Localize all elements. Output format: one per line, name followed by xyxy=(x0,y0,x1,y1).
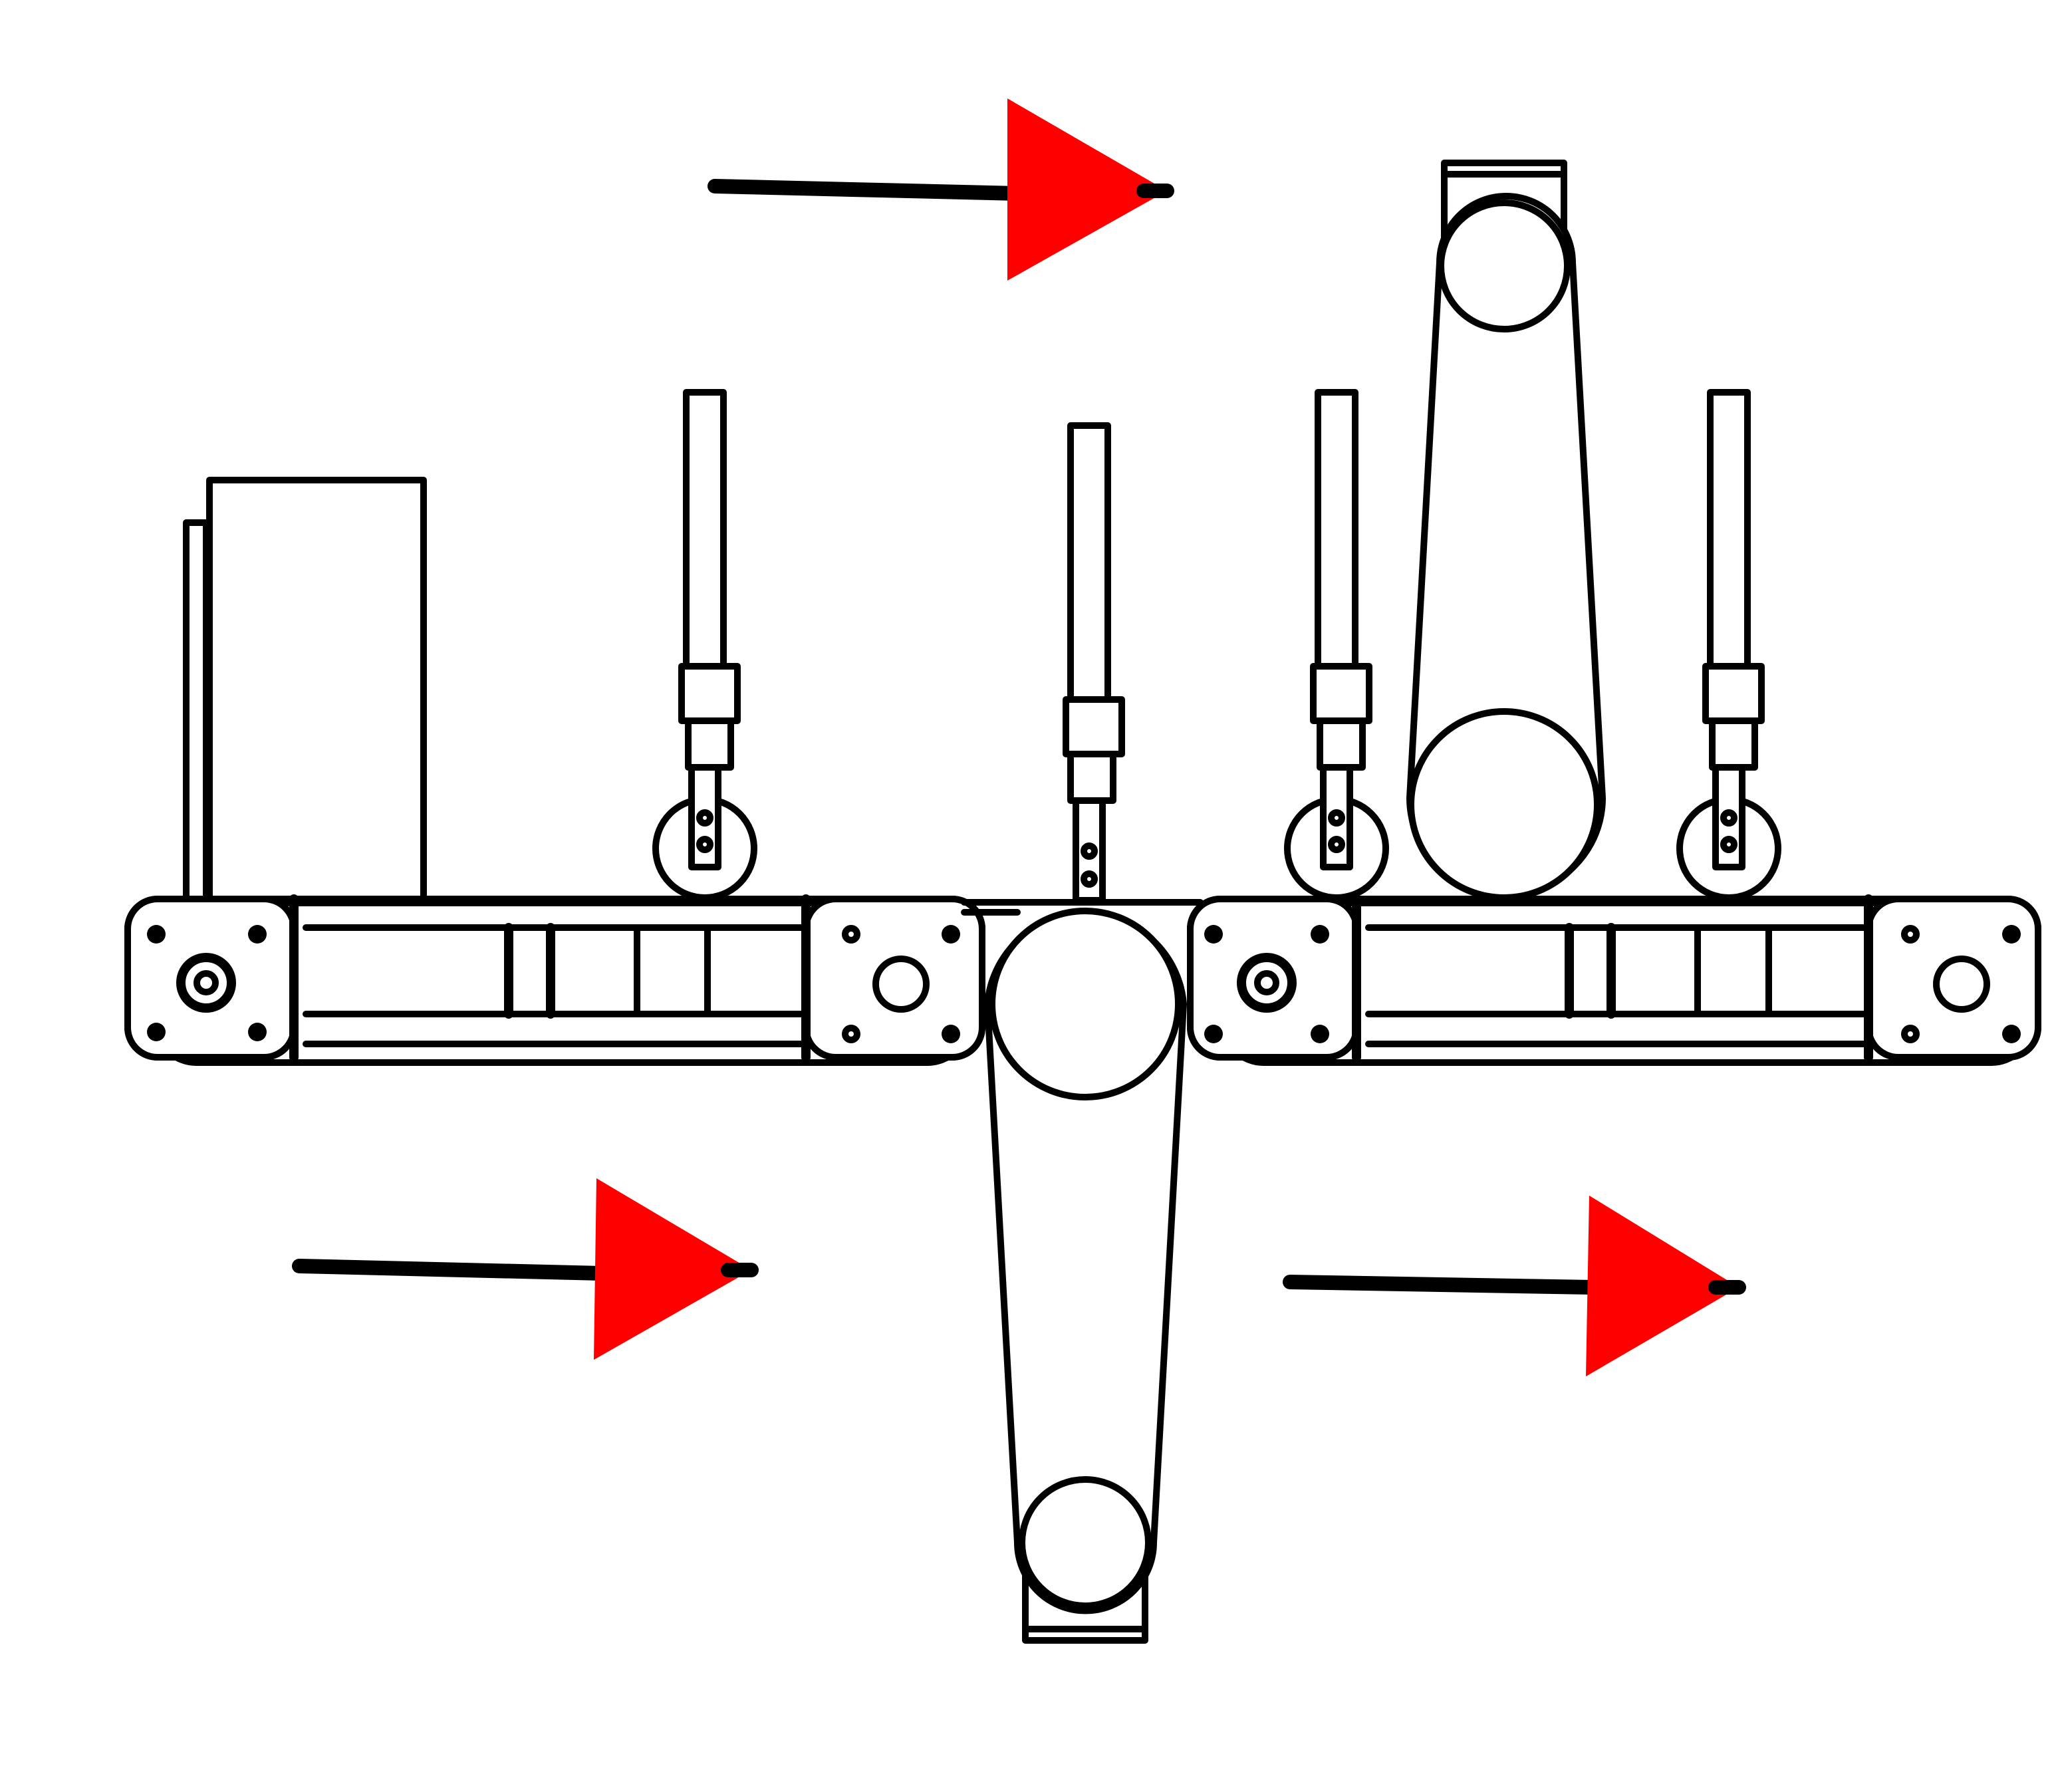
vertical-rod-3 xyxy=(1676,389,1781,901)
sprocket-icon xyxy=(1019,1476,1152,1609)
sprocket-icon xyxy=(1408,708,1601,901)
pulley-icon xyxy=(872,956,930,1013)
sprocket-icon xyxy=(989,908,1182,1100)
flow-arrow-bottom-right xyxy=(1283,1196,1746,1376)
vertical-rod-2 xyxy=(1284,389,1389,901)
vertical-rod-center xyxy=(1063,422,1125,904)
conveyor-module-right xyxy=(1187,894,2041,1066)
conveyor-module-left xyxy=(124,894,985,1066)
flow-arrow-bottom-left xyxy=(292,1178,759,1360)
sprocket-icon xyxy=(1438,199,1571,332)
flow-arrow-top xyxy=(707,98,1174,281)
vertical-rod-1 xyxy=(652,389,757,901)
linkage-arm-upper xyxy=(1406,160,1606,901)
tall-block xyxy=(183,477,427,906)
connecting-bar xyxy=(961,899,1204,916)
pulley-icon xyxy=(1933,956,1990,1013)
linkage-arm-lower xyxy=(984,908,1187,1644)
